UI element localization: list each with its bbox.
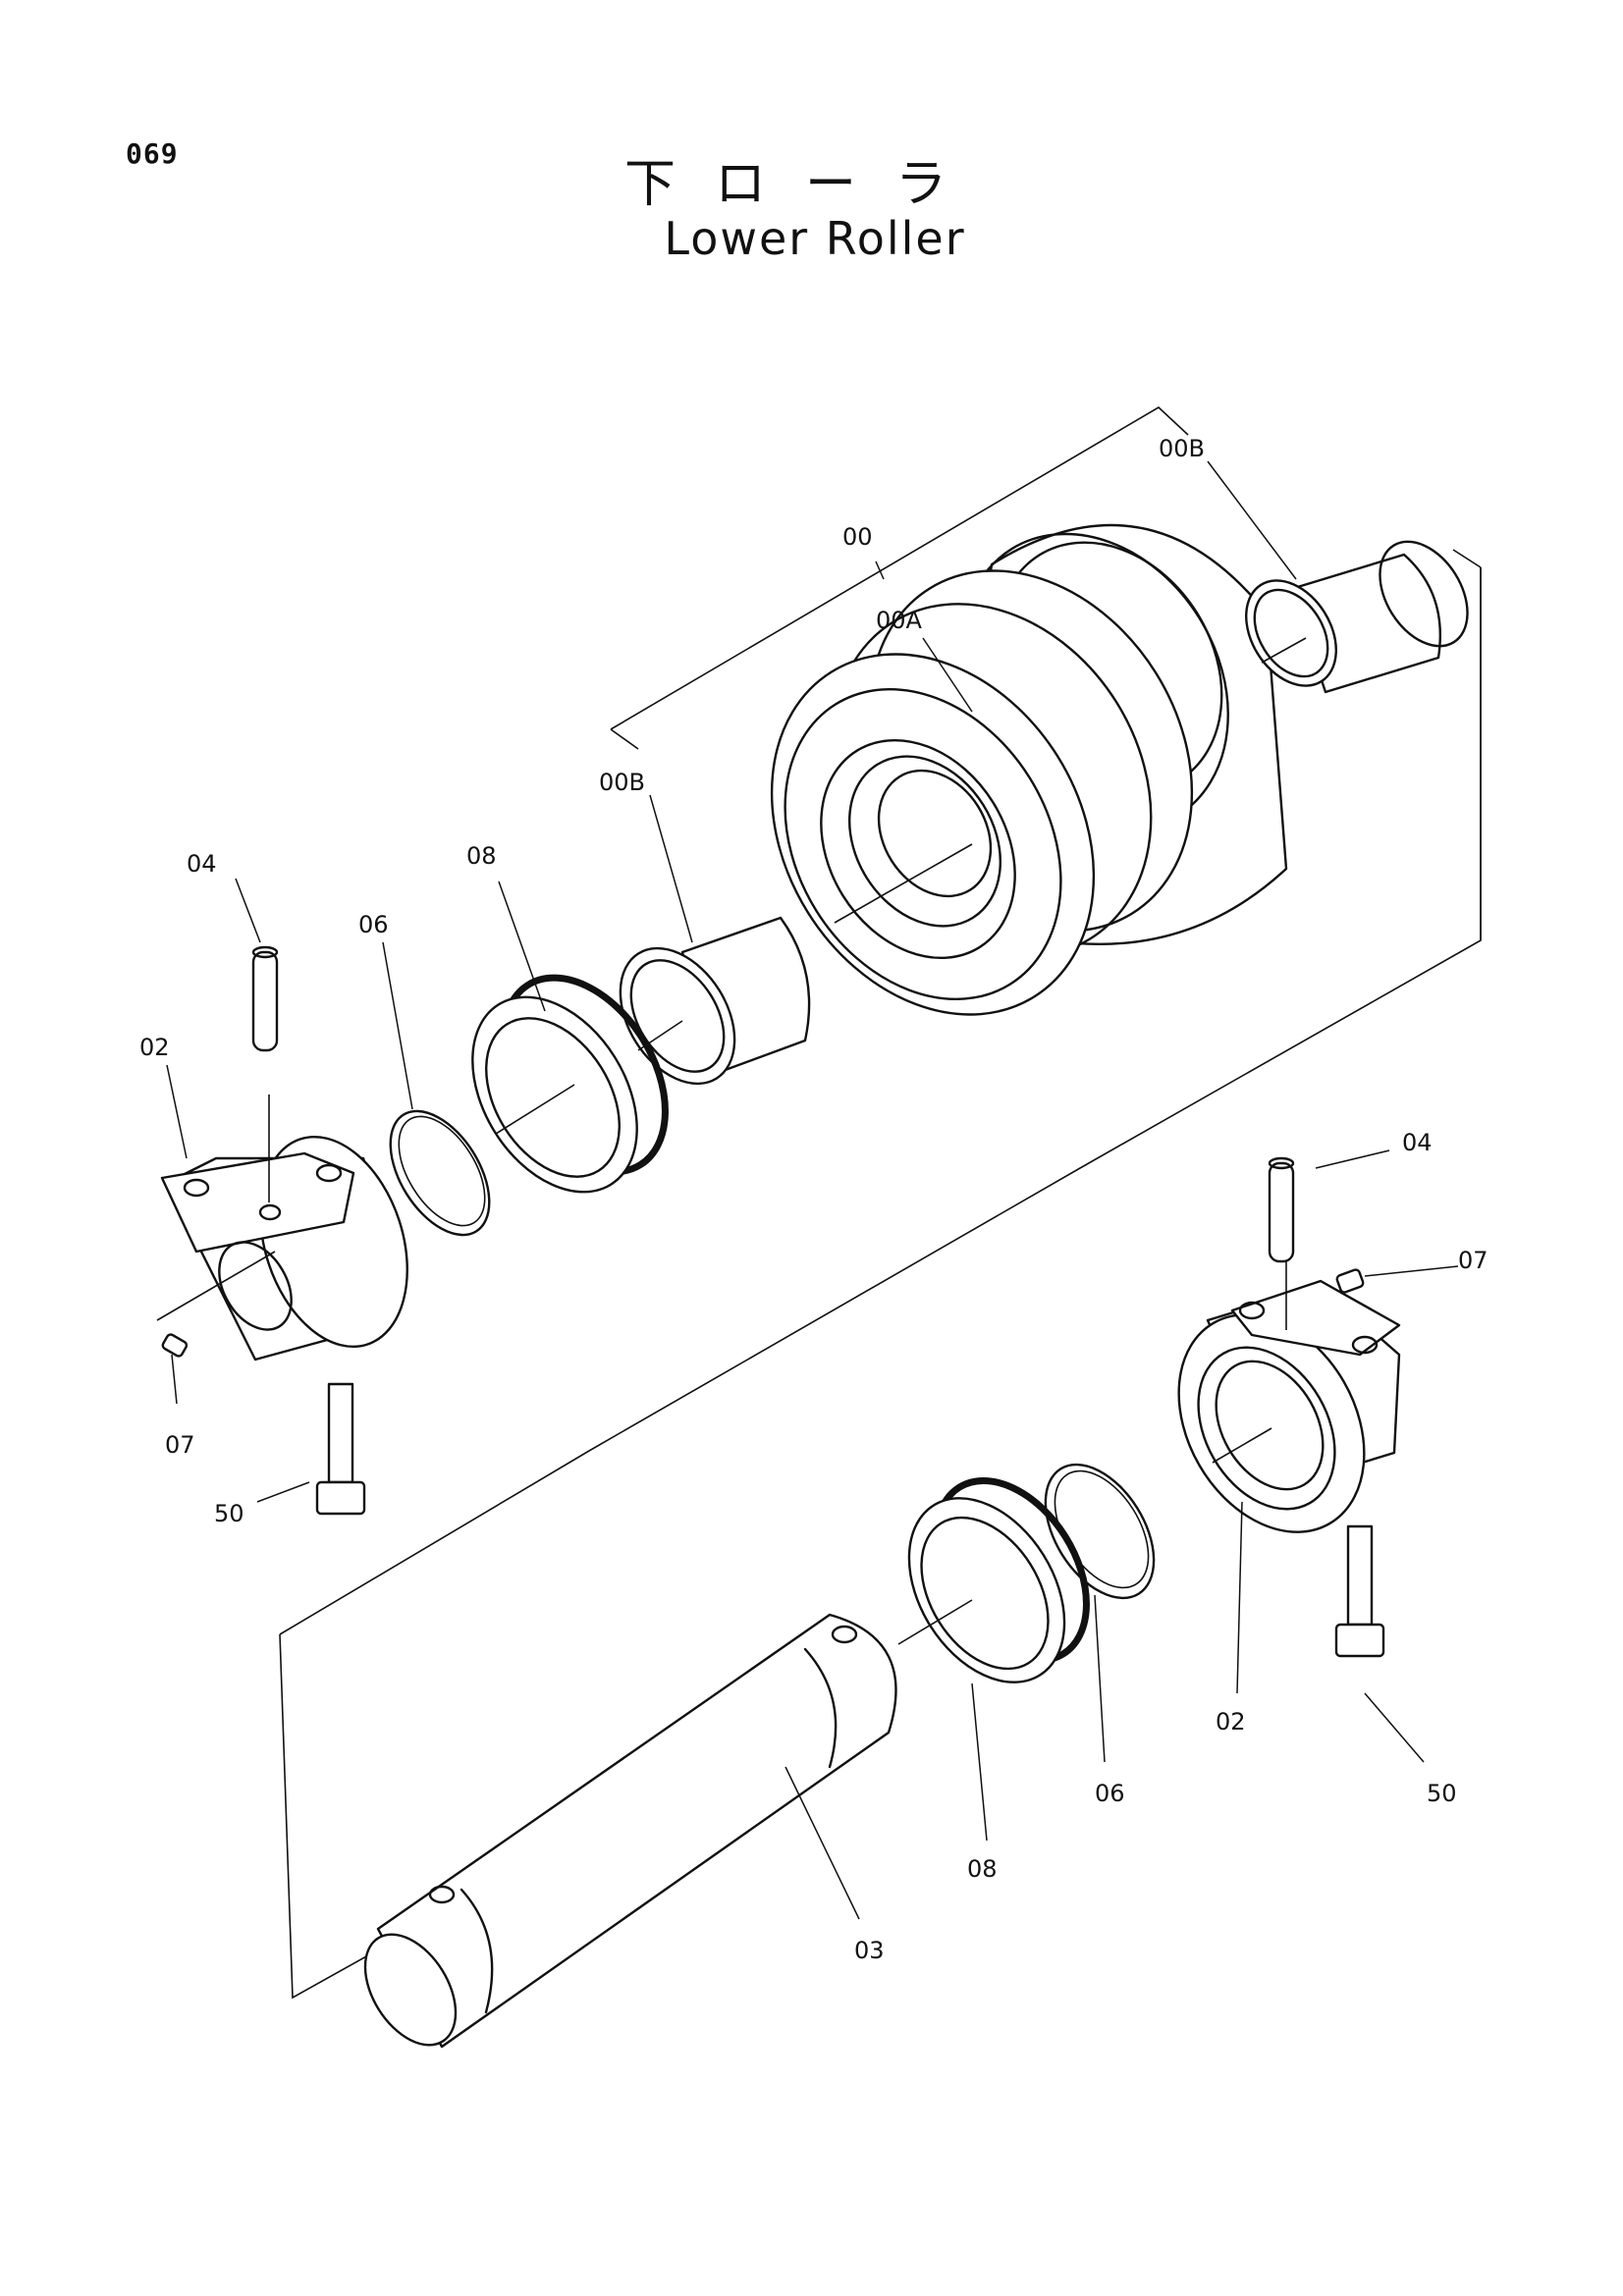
- assembly-outline: [279, 406, 1482, 2000]
- set-screw-right: [1335, 1268, 1365, 1294]
- title-english: Lower Roller: [664, 212, 966, 265]
- callout-50-left: 50: [214, 1500, 244, 1527]
- callout-06-left: 06: [358, 911, 389, 938]
- roller-body: [770, 523, 1288, 1016]
- collar-left: [156, 1095, 408, 1362]
- bushing-left: [619, 916, 811, 1086]
- callout-08-left: 08: [466, 842, 497, 870]
- bushing-right: [1245, 540, 1469, 694]
- pin-right: [1268, 1156, 1295, 1330]
- leader-lines: [166, 460, 1459, 1920]
- callout-04-right: 04: [1402, 1129, 1433, 1156]
- bolt-left: [315, 1382, 366, 1516]
- shaft: [363, 1613, 897, 2049]
- bolt-right: [1334, 1524, 1385, 1658]
- callout-07-left: 07: [165, 1431, 195, 1459]
- callout-06-right: 06: [1095, 1780, 1125, 1807]
- callout-03: 03: [854, 1937, 885, 1964]
- callout-04-left: 04: [187, 850, 217, 878]
- callout-07-right: 07: [1458, 1247, 1488, 1274]
- callout-00a: 00A: [876, 607, 923, 634]
- title-japanese: 下ローラ: [623, 155, 986, 214]
- floating-seal-left: [471, 974, 669, 1194]
- callout-labels: 00 00A 00B 00B 08 06 04 02 07 50 04 07 0…: [139, 435, 1488, 1964]
- callout-02-left: 02: [139, 1034, 170, 1061]
- floating-seal-right: [897, 1476, 1090, 1683]
- set-screw-left: [161, 1333, 189, 1358]
- callout-00: 00: [842, 523, 873, 551]
- collar-right: [1177, 1279, 1401, 1533]
- pin-left: [251, 945, 279, 1052]
- callout-00b-left: 00B: [599, 769, 645, 796]
- callout-08-right: 08: [967, 1855, 998, 1883]
- callout-00b-right: 00B: [1159, 435, 1205, 462]
- callout-02-right: 02: [1216, 1708, 1246, 1735]
- page-number: 069: [126, 137, 179, 170]
- callout-50-right: 50: [1427, 1780, 1457, 1807]
- o-ring-left: [389, 1109, 491, 1237]
